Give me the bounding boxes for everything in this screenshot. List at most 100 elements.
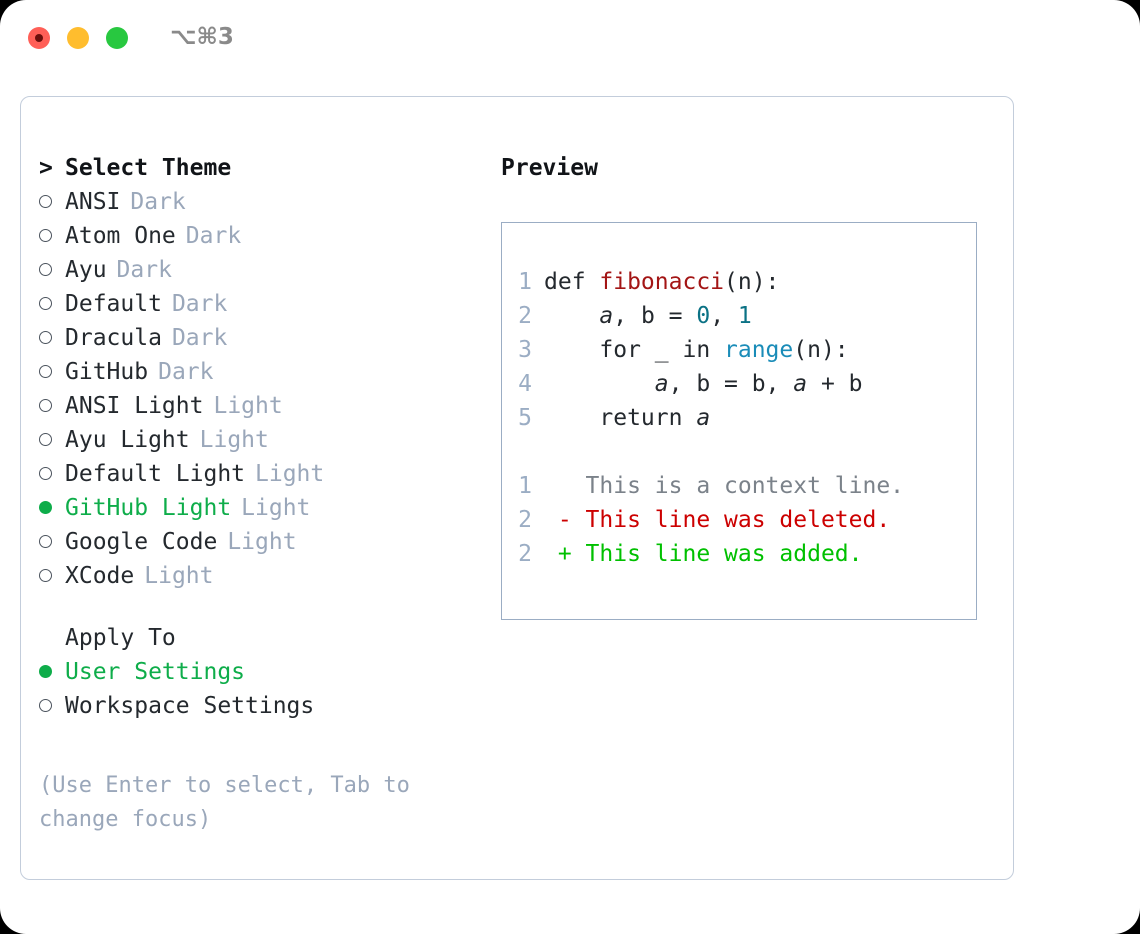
code-token: fibonacci [599,269,725,295]
code-token: a [696,405,711,431]
radio-unselected-icon[interactable] [39,559,65,593]
keyboard-hint-text: (Use Enter to select, Tab to change focu… [39,773,410,832]
radio-unselected-icon[interactable] [39,457,65,491]
preview-title: Preview [501,155,598,181]
radio-unselected-icon[interactable] [39,423,65,457]
minimize-button[interactable] [67,27,89,49]
diff-sample: 1 This is a context line.2 - This line w… [502,469,976,571]
theme-option-label: Ayu Light [65,427,190,453]
code-token: , [710,303,738,329]
theme-variant-tag: Dark [158,359,214,385]
theme-option-label: GitHub Light [65,495,232,521]
theme-option-label: XCode [65,563,135,589]
line-number: 3 [518,337,532,363]
radio-unselected-icon[interactable] [39,525,65,559]
code-line-text: def fibonacci(n): [544,265,779,299]
theme-option-ayu-light[interactable]: Ayu Light Light [39,423,479,457]
hint-spacer [39,723,479,763]
apply-to-option-user-settings[interactable]: User Settings [39,655,479,689]
code-token: , b = b, [668,371,794,397]
diff-line: 1 This is a context line. [502,469,976,503]
code-line-text: for _ in range(n): [544,333,849,367]
diff-line-text: + This line was added. [544,537,863,571]
theme-option-github-light[interactable]: GitHub Light Light [39,491,479,525]
apply-to-option-label: User Settings [65,659,246,685]
code-token: def [544,269,600,295]
keyboard-shortcut-label: ⌥⌘3 [170,24,234,50]
theme-variant-tag: Dark [185,223,242,249]
theme-variant-tag: Light [241,495,311,521]
theme-option-xcode[interactable]: XCode Light [39,559,479,593]
code-token: + b [807,371,863,397]
select-theme-label: Select Theme [65,155,232,181]
maximize-button[interactable] [106,27,128,49]
radio-unselected-icon[interactable] [39,287,65,321]
code-token: , b = [613,303,697,329]
line-number: 2 [518,507,532,533]
theme-option-label: ANSI [65,189,121,215]
code-token: return [544,405,697,431]
theme-option-ansi[interactable]: ANSI Dark [39,185,479,219]
theme-variant-tag: Dark [130,189,186,215]
theme-variant-tag: Light [213,393,283,419]
code-token [544,303,599,329]
theme-variant-tag: Light [255,461,325,487]
apply-to-label: Apply To [65,625,176,651]
radio-unselected-icon[interactable] [39,389,65,423]
theme-option-github[interactable]: GitHub Dark [39,355,479,389]
title-bar: ⌥⌘3 [0,0,1140,78]
radio-selected-icon[interactable] [39,491,65,525]
radio-unselected-icon[interactable] [39,321,65,355]
code-token: (n): [793,337,849,363]
radio-unselected-icon[interactable] [39,253,65,287]
code-token: range [724,337,794,363]
theme-option-dracula[interactable]: Dracula Dark [39,321,479,355]
theme-option-label: GitHub [65,359,149,385]
diff-line-text: This is a context line. [544,469,905,503]
theme-variant-tag: Light [144,563,214,589]
theme-variant-tag: Light [227,529,297,555]
line-number: 1 [518,269,532,295]
radio-unselected-icon[interactable] [39,185,65,219]
code-token: for _ in [544,337,725,363]
apply-to-option-workspace-settings[interactable]: Workspace Settings [39,689,479,723]
code-token: a [793,371,808,397]
code-line-text: return a [544,401,710,435]
theme-option-atom-one[interactable]: Atom One Dark [39,219,479,253]
code-token: 0 [696,303,711,329]
line-number: 4 [518,371,532,397]
code-token: 1 [737,303,752,329]
section-spacer [39,593,479,621]
code-line: 4 a, b = b, a + b [502,367,976,401]
radio-unselected-icon[interactable] [39,689,65,723]
theme-variant-tag: Dark [171,325,228,351]
diff-line: 2 - This line was deleted. [502,503,976,537]
code-token: a [654,371,669,397]
close-button[interactable] [28,27,50,49]
theme-variant-tag: Light [199,427,269,453]
code-line: 2 a, b = 0, 1 [502,299,976,333]
theme-option-label: Atom One [65,223,176,249]
code-token [544,371,655,397]
line-number: 2 [518,541,532,567]
code-token: - This line was deleted. [544,507,891,533]
theme-option-label: Ayu [65,257,107,283]
code-diff-spacer [502,435,976,469]
line-number: 1 [518,473,532,499]
radio-unselected-icon[interactable] [39,219,65,253]
theme-option-label: Dracula [65,325,162,351]
code-line: 1 def fibonacci(n): [502,265,976,299]
radio-selected-icon[interactable] [39,655,65,689]
radio-unselected-icon[interactable] [39,355,65,389]
